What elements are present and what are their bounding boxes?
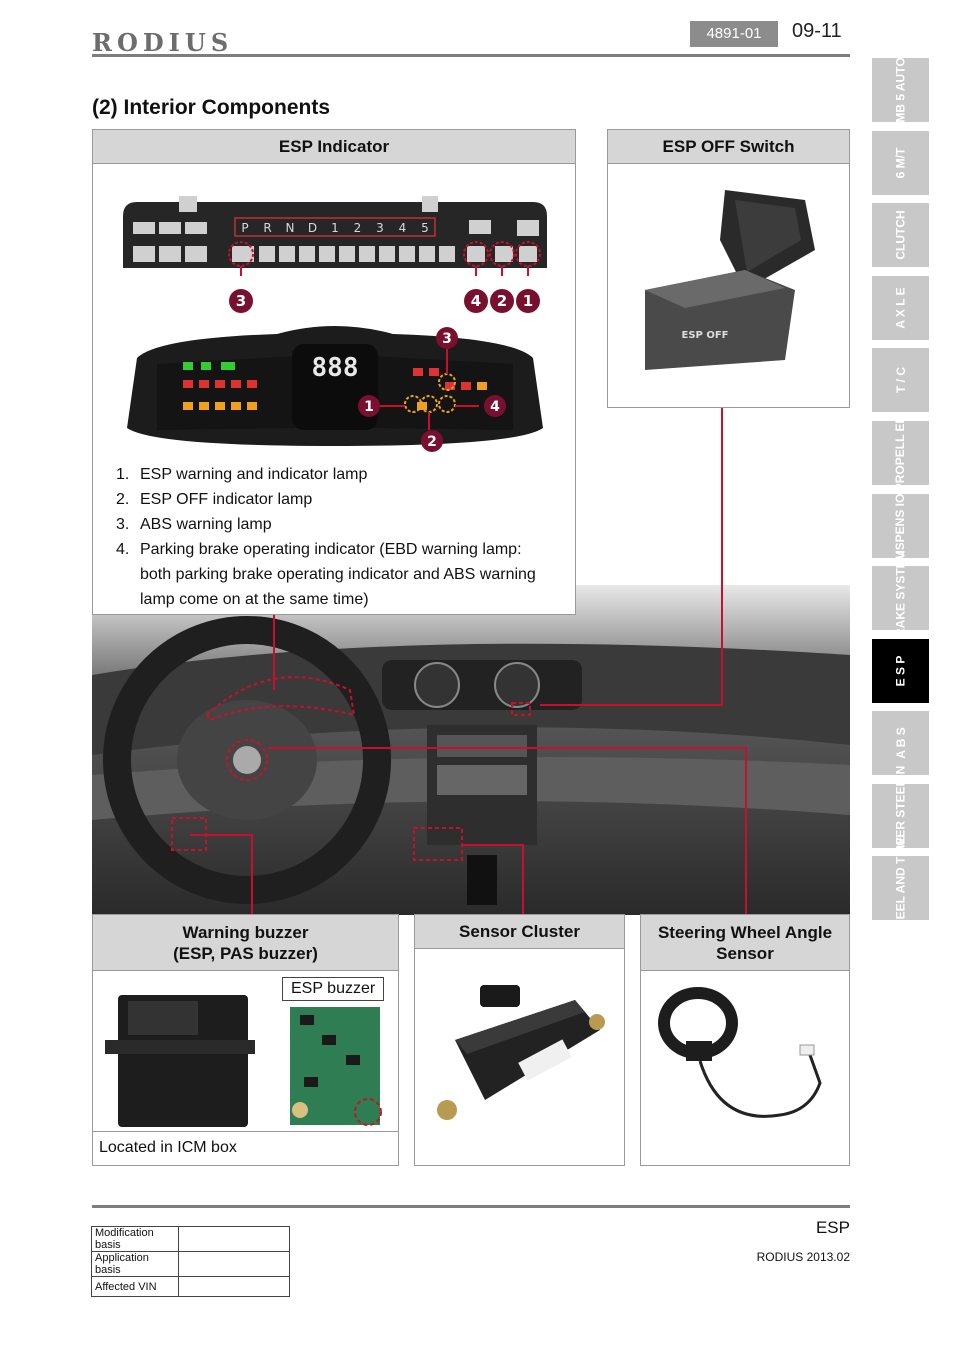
steering-angle-title: Steering Wheel Angle Sensor	[641, 915, 849, 971]
callout-num-1: 1	[523, 292, 533, 310]
side-tab-propeller[interactable]: PROPELL ER	[872, 415, 929, 491]
side-tab-power-steering[interactable]: POWER STEERIN	[872, 766, 929, 866]
list-item: 3.ABS warning lamp	[116, 516, 272, 533]
modification-table: Modification basis Application basis Aff…	[91, 1226, 290, 1297]
note-divider	[92, 1131, 399, 1166]
esp-off-switch-title: ESP OFF Switch	[608, 130, 849, 164]
icm-box-image	[105, 995, 382, 1127]
doc-code-badge: 4891-01	[690, 21, 778, 47]
gear-letter: 4	[399, 221, 407, 235]
cluster-callout-2: 2	[427, 434, 437, 450]
footer-system: ESP	[815, 1218, 850, 1237]
icm-location-note: Located in ICM box	[99, 1139, 237, 1156]
cluster-callout-2-marker: 2	[421, 430, 443, 452]
table-row: Affected VIN	[91, 1276, 290, 1297]
table-row: Modification basis	[91, 1226, 290, 1252]
side-tab-6mt[interactable]: 6 M/T	[872, 131, 929, 195]
esp-off-switch-image: ESP OFF	[645, 190, 815, 370]
esp-off-button-label: ESP OFF	[681, 330, 728, 341]
page-number: 09-11	[792, 20, 842, 42]
lamp-legend-list: 1.ESP warning and indicator lamp 2.ESP O…	[116, 462, 556, 612]
gear-letter: N	[286, 221, 295, 235]
side-tab-suspension[interactable]: SUSPENS ION	[872, 485, 929, 567]
gear-letter: 3	[376, 221, 384, 235]
gear-letter: P	[241, 221, 248, 235]
gear-letter: 1	[331, 221, 339, 235]
list-item: 4.Parking brake operating indicator (EBD…	[116, 541, 536, 608]
esp-indicator-title: ESP Indicator	[93, 130, 575, 164]
callout-num-2: 2	[497, 292, 507, 310]
header-rule	[92, 54, 850, 57]
cluster-callout-3: 3	[442, 331, 452, 347]
sensor-cluster-image	[437, 985, 605, 1120]
side-tab-axle[interactable]: A X L E	[872, 276, 929, 340]
brand-logo: RODIUS	[92, 28, 234, 57]
sensor-cluster-title: Sensor Cluster	[415, 915, 624, 949]
side-tab-wheel-tire[interactable]: WHEEL AND TIRE	[872, 837, 929, 939]
side-tab-clutch[interactable]: CLUTCH	[872, 203, 929, 267]
instrument-cluster-image: 888 1 3 4	[127, 326, 543, 446]
table-row: Application basis	[91, 1251, 290, 1277]
sensor-cluster-panel: Sensor Cluster	[414, 914, 625, 1166]
footer-model: RODIUS 2013.02	[756, 1250, 850, 1264]
footer-rule	[92, 1205, 850, 1208]
dashboard-photo	[92, 585, 850, 915]
list-item: 1.ESP warning and indicator lamp	[116, 466, 368, 483]
steering-angle-sensor-image	[658, 987, 822, 1118]
gear-letter: 5	[421, 221, 429, 235]
gear-letter: R	[263, 221, 271, 235]
gear-letter: 2	[354, 221, 362, 235]
list-item: 2.ESP OFF indicator lamp	[116, 491, 313, 508]
side-tab-tc[interactable]: T / C	[872, 348, 929, 412]
cluster-digits: 888	[312, 353, 359, 383]
esp-buzzer-callout: ESP buzzer	[282, 977, 385, 1001]
callout-num-3: 3	[236, 292, 246, 310]
side-tab-abs[interactable]: A B S	[872, 711, 929, 775]
side-tab-mb5-auto[interactable]: MB 5 AUTO	[872, 57, 929, 123]
section-title: (2) Interior Components	[92, 96, 331, 119]
callout-num-4: 4	[471, 292, 481, 310]
callout-number-row: 3 4 2 1	[229, 289, 540, 313]
gear-letter: D	[308, 221, 317, 235]
warning-buzzer-title: Warning buzzer (ESP, PAS buzzer)	[93, 915, 398, 971]
side-tab-brake-system[interactable]: BRAKE SYSTEM	[872, 550, 929, 646]
cluster-callout-4: 4	[490, 399, 500, 415]
cluster-callout-1: 1	[364, 399, 374, 415]
side-tab-esp[interactable]: E S P	[872, 639, 929, 703]
